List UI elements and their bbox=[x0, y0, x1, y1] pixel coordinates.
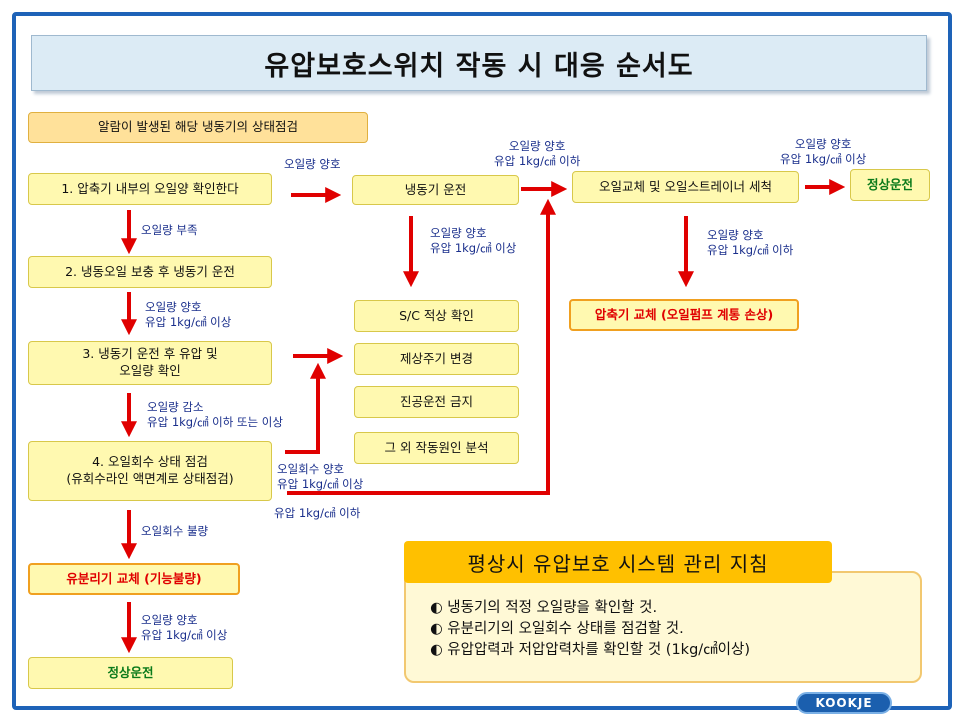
arrow-step4-to-defrost bbox=[285, 362, 326, 454]
label-oil-good-pressure-high-step2: 오일량 양호 유압 1kg/㎠ 이상 bbox=[145, 300, 232, 329]
label-oil-good-pressure-low-right: 오일량 양호 유압 1kg/㎠ 이하 bbox=[707, 228, 794, 257]
label-oil-good-pressure-low-top: 오일량 양호 유압 1kg/㎠ 이하 bbox=[494, 139, 581, 168]
kookje-logo: KOOKJE bbox=[796, 692, 892, 714]
separator-replace-node: 유분리기 교체 (기능불량) bbox=[28, 563, 240, 595]
page-title: 유압보호스위치 작동 시 대응 순서도 bbox=[31, 35, 927, 91]
label-oil-good-pressure-high-top: 오일량 양호 유압 1kg/㎠ 이상 bbox=[780, 137, 867, 166]
guide-panel bbox=[404, 571, 922, 683]
label-oil-shortage: 오일량 부족 bbox=[141, 223, 198, 237]
guide-list: ◐ 냉동기의 적정 오일량을 확인할 것. ◐ 유분리기의 오일회수 상태를 점… bbox=[430, 598, 750, 661]
guide-item: ◐ 냉동기의 적정 오일량을 확인할 것. bbox=[430, 600, 658, 616]
label-pressure-low-bottom: 유압 1kg/㎠ 이하 bbox=[274, 506, 361, 520]
label-oil-good: 오일량 양호 bbox=[284, 157, 341, 171]
label-oil-recovery-good: 오일회수 양호 유압 1kg/㎠ 이상 bbox=[277, 462, 364, 491]
label-oil-decrease: 오일량 감소 유압 1kg/㎠ 이하 또는 이상 bbox=[147, 400, 283, 429]
label-oil-good-pressure-high-mid: 오일량 양호 유압 1kg/㎠ 이상 bbox=[430, 226, 517, 255]
arrow-step4-to-oil-change bbox=[287, 198, 556, 495]
step2-node: 2. 냉동오일 보충 후 냉동기 운전 bbox=[28, 256, 272, 288]
step3-node: 3. 냉동기 운전 후 유압 및 오일량 확인 bbox=[28, 341, 272, 385]
defrost-cycle-node: 제상주기 변경 bbox=[354, 343, 519, 375]
other-cause-node: 그 외 작동원인 분석 bbox=[354, 432, 519, 464]
label-oil-recovery-bad: 오일회수 불량 bbox=[141, 524, 209, 538]
header-node: 알람이 발생된 해당 냉동기의 상태점검 bbox=[28, 112, 368, 143]
normal-operation-top-node: 정상운전 bbox=[850, 169, 930, 201]
oil-change-node: 오일교체 및 오일스트레이너 세척 bbox=[572, 171, 799, 203]
guide-item: ◐ 유분리기의 오일회수 상태를 점검할 것. bbox=[430, 621, 684, 637]
label-oil-good-pressure-high-bottom: 오일량 양호 유압 1kg/㎠ 이상 bbox=[141, 613, 228, 642]
vacuum-ban-node: 진공운전 금지 bbox=[354, 386, 519, 418]
run-node: 냉동기 운전 bbox=[352, 175, 519, 205]
step4-node: 4. 오일회수 상태 점검 (유회수라인 액면계로 상태점검) bbox=[28, 441, 272, 501]
guide-item: ◐ 유압압력과 저압압력차를 확인할 것 (1kg/㎠이상) bbox=[430, 642, 751, 658]
step1-node: 1. 압축기 내부의 오일양 확인한다 bbox=[28, 173, 272, 205]
normal-operation-bottom-node: 정상운전 bbox=[28, 657, 233, 689]
page-frame bbox=[12, 12, 952, 710]
sc-check-node: S/C 적상 확인 bbox=[354, 300, 519, 332]
guide-title: 평상시 유압보호 시스템 관리 지침 bbox=[404, 541, 832, 583]
compressor-replace-node: 압축기 교체 (오일펌프 계통 손상) bbox=[569, 299, 799, 331]
